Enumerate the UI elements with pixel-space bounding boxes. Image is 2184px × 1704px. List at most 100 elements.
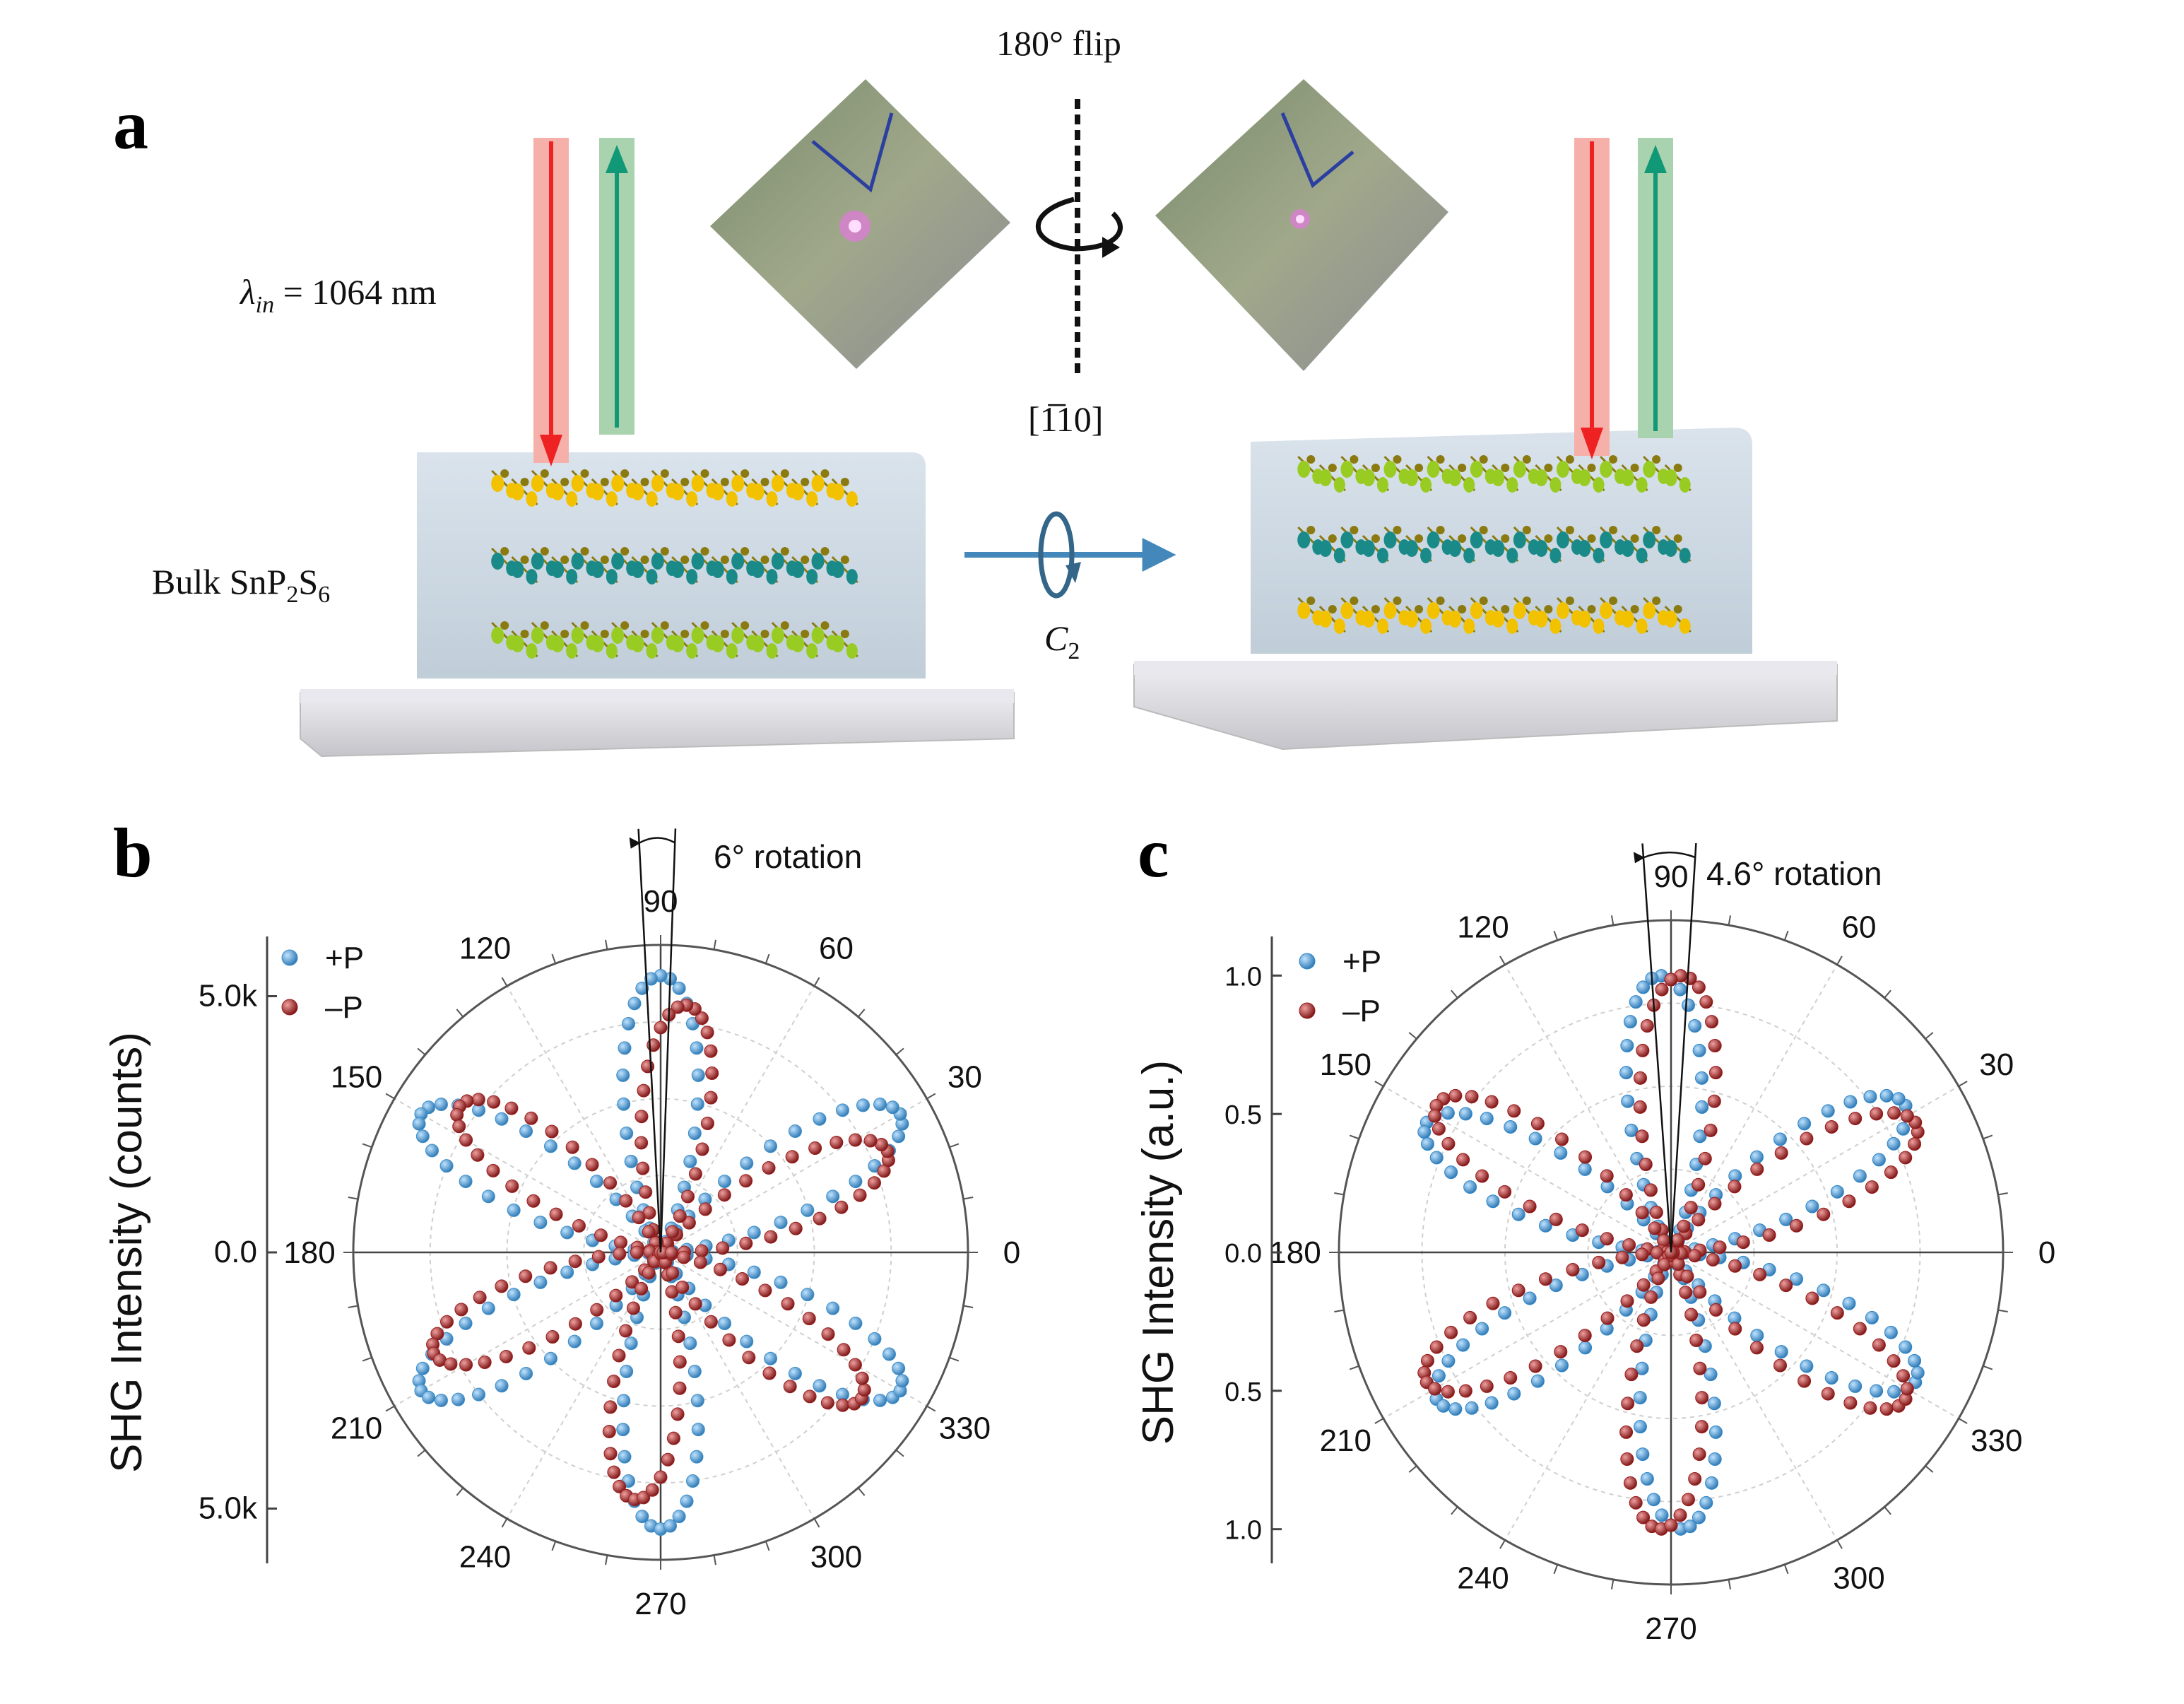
data-point [634,1136,649,1150]
angle-tick-mark [1836,956,1843,965]
data-point [863,1134,878,1148]
atom [820,547,830,556]
atom [720,630,729,638]
atom [1535,469,1548,486]
atom [1556,602,1569,619]
atom [1565,455,1574,464]
atom [1501,605,1510,613]
grid-spoke [394,1252,661,1407]
atom [540,547,549,556]
data-point [1798,1117,1812,1131]
atom [1405,611,1419,628]
grid-spoke [394,1098,661,1253]
atom [700,621,709,630]
data-point [504,1101,519,1115]
data-point [1695,1100,1709,1114]
atom [686,491,698,507]
atom [520,556,529,564]
atom [631,561,644,578]
data-point [892,1129,906,1144]
atom [651,627,664,644]
data-point [661,1452,675,1467]
atom [611,627,625,644]
data-point [473,1291,487,1305]
data-point [1441,1385,1455,1399]
atom [1643,461,1656,478]
atom [566,643,578,659]
atom [1652,455,1661,464]
data-point [1870,1384,1884,1398]
data-point [1655,1508,1669,1522]
data-point [549,1207,563,1221]
atom [640,556,649,564]
data-point [451,1392,466,1406]
data-point [1779,1212,1793,1226]
angle-tick-label: 270 [634,1587,686,1621]
data-point [885,1100,899,1115]
data-point [1441,1354,1456,1368]
data-point [1615,1250,1629,1264]
radial-tick-label: 1.0 [1224,1516,1262,1546]
data-point [1644,1290,1658,1304]
data-point [1465,1401,1479,1415]
data-point [1647,1493,1661,1507]
data-point [618,1450,632,1464]
atom [1593,618,1605,634]
data-point [704,1091,718,1105]
data-point [1475,1322,1489,1336]
data-point [1728,1259,1742,1273]
data-point [1448,1402,1463,1416]
atom [1328,464,1337,472]
data-point [1621,1397,1635,1411]
atom [1621,469,1634,486]
data-point [499,1349,513,1363]
angle-tick-mark [949,1356,960,1362]
data-point [591,1250,606,1264]
data-point [1420,1353,1434,1368]
angle-tick-mark [1997,1192,2008,1196]
data-point [1694,1071,1708,1085]
legend-marker [1299,1002,1316,1019]
data-point [620,1127,634,1141]
data-point [1463,1180,1477,1194]
data-point [747,1265,761,1279]
atom [591,635,604,652]
data-point [1600,1311,1615,1325]
atom [511,561,524,578]
data-point [1908,1353,1922,1368]
angle-tick-mark [1836,1539,1843,1549]
data-point [617,1097,631,1111]
atom [726,569,738,584]
atom [1318,611,1332,628]
data-point [1688,1249,1702,1263]
data-point [1630,1339,1644,1353]
data-point [1498,1306,1512,1320]
data-point [1683,1520,1697,1534]
grid-spoke [660,985,815,1253]
data-point [1713,1240,1727,1255]
angle-tick-mark [1553,1564,1559,1575]
atom [1458,534,1467,543]
atom [571,475,584,492]
atom [1306,455,1316,464]
atom [700,547,709,556]
data-point [1750,1329,1764,1343]
angle-tick-mark [362,1356,372,1362]
micrograph-right [1155,79,1448,371]
data-point [524,1111,538,1125]
angle-tick-label: 0 [2038,1235,2055,1270]
atom [1427,602,1440,619]
atom [1522,455,1531,464]
data-point [758,1283,772,1298]
atom [520,630,529,638]
data-point [700,1026,714,1040]
data-point [821,1327,835,1341]
data-point [1475,1169,1489,1183]
atom [1371,464,1380,472]
data-point [680,1494,694,1508]
angle-tick-label: 330 [1971,1423,2022,1458]
atom [1470,461,1483,478]
data-point [813,1112,827,1126]
atom [1333,618,1345,634]
atom [771,475,784,492]
